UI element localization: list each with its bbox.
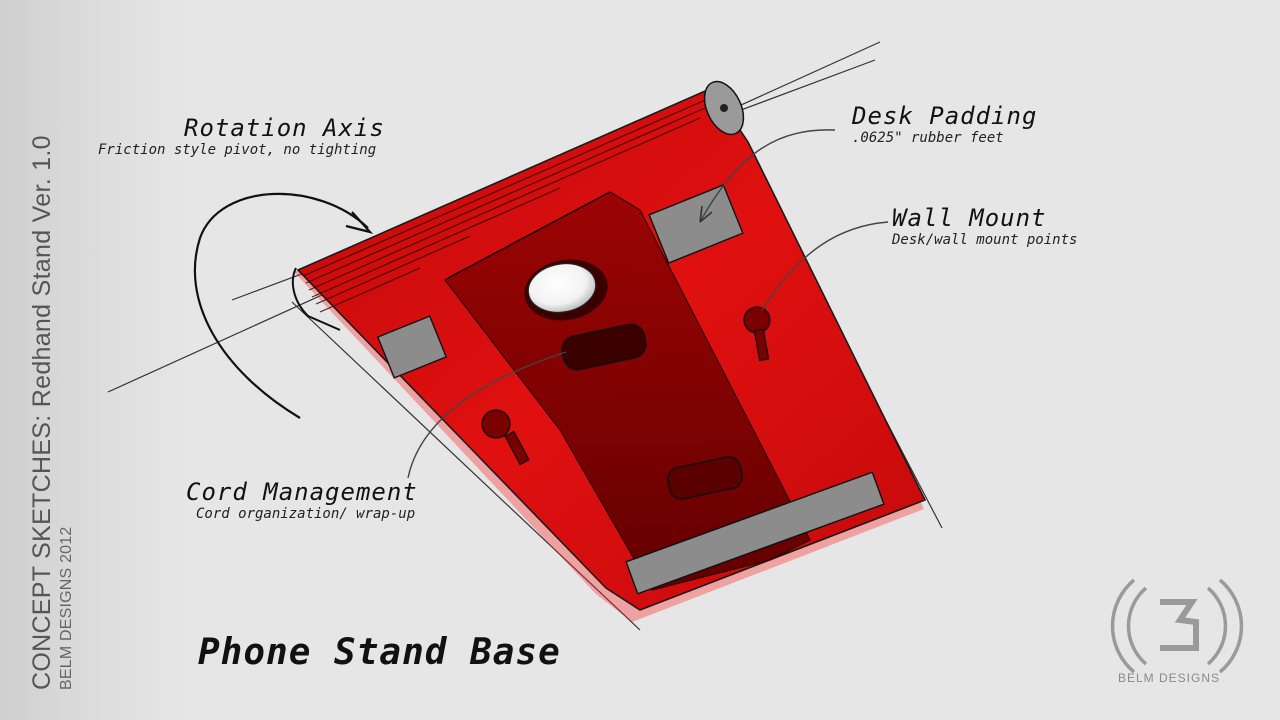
axis-line-left-edge bbox=[291, 301, 641, 631]
cord-slot-upper bbox=[561, 323, 647, 371]
keyhole-mount-left bbox=[481, 409, 530, 466]
cord-management-callout bbox=[407, 351, 567, 479]
page-title: Phone Stand Base bbox=[198, 632, 561, 673]
cord-slot-lower bbox=[667, 456, 743, 500]
rotation-axis-label: Rotation Axis Friction style pivot, no t… bbox=[98, 114, 385, 158]
wall-mount-note: Desk/wall mount points bbox=[892, 232, 1078, 248]
belm-logo bbox=[1110, 578, 1244, 674]
keyhole-mount-right bbox=[743, 306, 771, 362]
rotation-arrow bbox=[193, 192, 369, 419]
cord-management-title: Cord Management bbox=[186, 478, 418, 506]
rubber-pad-bottom bbox=[625, 471, 885, 595]
cord-management-label: Cord Management Cord organization/ wrap-… bbox=[186, 478, 418, 522]
desk-padding-callout bbox=[699, 129, 836, 223]
sidebar-panel bbox=[0, 0, 190, 720]
wall-mount-label: Wall Mount Desk/wall mount points bbox=[892, 204, 1077, 248]
logo-text: BELM DESIGNS bbox=[1118, 671, 1221, 685]
cord-management-note: Cord organization/ wrap-up bbox=[196, 506, 416, 522]
desk-padding-title: Desk Padding bbox=[852, 102, 1038, 130]
desk-padding-label: Desk Padding .0625" rubber feet bbox=[852, 102, 1037, 146]
wall-mount-callout bbox=[761, 221, 889, 311]
rubber-pad-right bbox=[648, 183, 744, 265]
rotation-axis-title: Rotation Axis bbox=[184, 114, 385, 142]
wall-mount-title: Wall Mount bbox=[892, 204, 1047, 232]
rotation-axis-note: Friction style pivot, no tighting bbox=[98, 142, 377, 158]
desk-padding-note: .0625" rubber feet bbox=[852, 130, 1004, 146]
rubber-pad-left bbox=[376, 315, 448, 379]
